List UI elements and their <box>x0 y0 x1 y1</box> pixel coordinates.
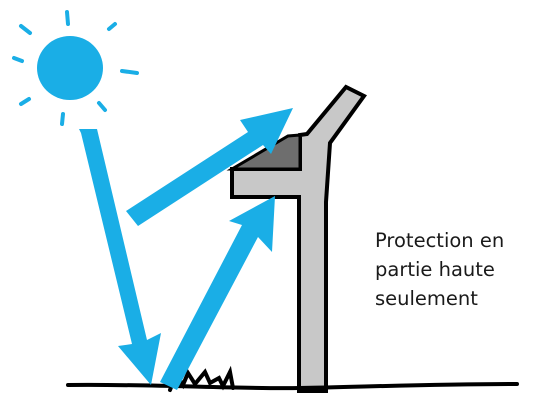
sun-ray <box>62 114 63 124</box>
ground-line <box>68 384 517 388</box>
sun-ray <box>122 71 137 73</box>
sun-disc <box>37 36 103 100</box>
sunlight-arrow-icon <box>79 129 161 385</box>
caption-line: partie haute <box>375 255 547 284</box>
caption-line: Protection en <box>375 226 547 255</box>
sun-ray <box>21 99 29 104</box>
sun-ray <box>67 12 68 24</box>
sun-icon <box>14 12 137 124</box>
sun-ray <box>99 103 105 110</box>
sun-ray <box>21 26 30 33</box>
sun-ray <box>109 24 115 29</box>
caption-text: Protection en partie haute seulement <box>375 226 547 313</box>
caption-line: seulement <box>375 284 547 313</box>
sun-ray <box>14 58 22 61</box>
sunlight-arrow-icon <box>160 196 275 390</box>
